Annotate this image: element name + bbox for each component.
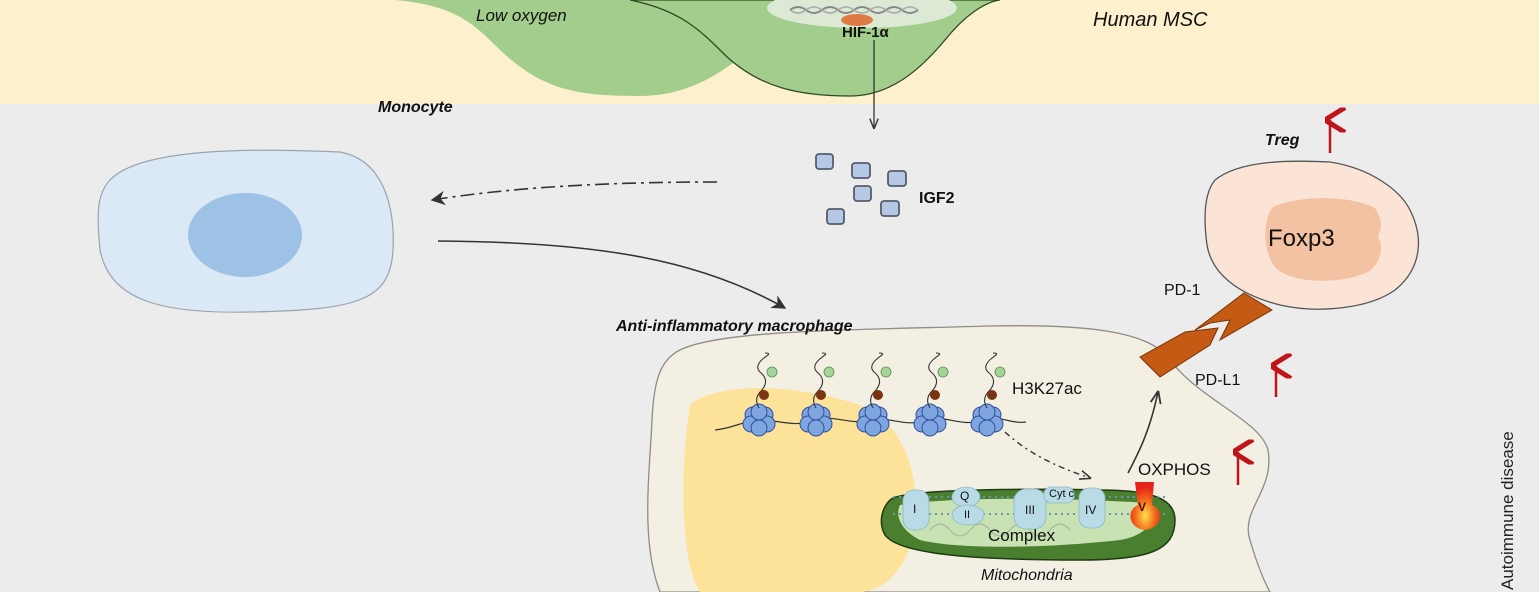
nucleosome bbox=[970, 352, 1006, 437]
hif1a-protein-icon bbox=[841, 14, 873, 26]
acetyl-group-dot bbox=[823, 366, 835, 378]
histone-mark-dot bbox=[930, 390, 940, 400]
igf2-to-monocyte-arrow bbox=[430, 181, 718, 206]
cristae bbox=[929, 523, 1071, 537]
igf2-particle bbox=[887, 170, 907, 187]
acetyl-group-dot bbox=[994, 366, 1006, 378]
igf2-particle bbox=[851, 162, 871, 179]
treg-nucleus bbox=[1265, 198, 1382, 281]
cytochrome-c bbox=[1043, 486, 1075, 504]
oxphos-label: OXPHOS bbox=[1138, 460, 1211, 479]
treg-label: Treg bbox=[1265, 132, 1300, 149]
complex-iii-label: III bbox=[1025, 503, 1036, 517]
cytochrome-c-label: Cyt c bbox=[1049, 488, 1075, 500]
pdl1-ligand bbox=[1139, 327, 1219, 378]
complex-i bbox=[902, 489, 930, 531]
complex-v-label: V bbox=[1138, 500, 1147, 514]
complex-q-label: Q bbox=[960, 489, 970, 503]
histone-tail bbox=[870, 352, 884, 409]
mitochondria-label: Mitochondria bbox=[981, 567, 1073, 584]
nucleosome bbox=[742, 352, 778, 437]
igf2-particle bbox=[826, 208, 845, 225]
histone-tail bbox=[984, 352, 998, 409]
igf2-particle bbox=[880, 200, 900, 217]
macrophage-nucleus bbox=[683, 388, 916, 592]
nucleosome bbox=[799, 352, 835, 437]
histone-mark-dot bbox=[759, 390, 769, 400]
macrophage-label: Anti-inflammatory macrophage bbox=[616, 318, 853, 335]
monocyte-nucleus bbox=[188, 193, 302, 277]
igf2-label: IGF2 bbox=[919, 190, 955, 207]
nucleosome bbox=[856, 352, 892, 437]
complex-v-atp-synthase bbox=[1130, 482, 1161, 530]
differentiation-arrow bbox=[437, 240, 787, 309]
histone-mark-dot bbox=[873, 390, 883, 400]
histone-tail bbox=[813, 352, 827, 409]
igf2-particle bbox=[853, 185, 872, 202]
hif1a-label: HIF-1α bbox=[842, 24, 889, 41]
oxphos-to-pdl1-arrow bbox=[1127, 392, 1158, 474]
histone-mark-dot bbox=[987, 390, 997, 400]
low-oxygen-label: Low oxygen bbox=[476, 6, 567, 25]
foxp3-label: Foxp3 bbox=[1268, 225, 1335, 252]
autoimmune-disease-label: Autoimmune disease bbox=[1498, 431, 1517, 590]
pdl1-label: PD-L1 bbox=[1195, 372, 1241, 389]
acetyl-group-dot bbox=[937, 366, 949, 378]
complex-ii-label: II bbox=[964, 509, 971, 521]
acetyl-group-dot bbox=[880, 366, 892, 378]
complex-i-label: I bbox=[913, 502, 917, 516]
complex-iii bbox=[1013, 488, 1047, 530]
igf2-particle bbox=[815, 153, 834, 170]
complex-iv bbox=[1078, 487, 1106, 529]
histone-tail bbox=[756, 352, 770, 409]
histone-mark-dot bbox=[816, 390, 826, 400]
complex-label: Complex bbox=[988, 526, 1056, 545]
monocyte-label: Monocyte bbox=[378, 99, 453, 116]
h3k27ac-label: H3K27ac bbox=[1012, 379, 1082, 398]
complex-ii bbox=[951, 504, 985, 526]
pd1-receptor bbox=[1194, 292, 1273, 342]
complex-iv-label: IV bbox=[1085, 503, 1097, 517]
igf2-particles bbox=[815, 153, 907, 225]
chromatin-to-mito-arrow bbox=[1004, 431, 1090, 478]
pd1-label: PD-1 bbox=[1164, 282, 1201, 299]
acetyl-group-dot bbox=[766, 366, 778, 378]
histone-tail bbox=[927, 352, 941, 409]
nucleosome bbox=[913, 352, 949, 437]
human-msc-label: Human MSC bbox=[1093, 9, 1208, 31]
